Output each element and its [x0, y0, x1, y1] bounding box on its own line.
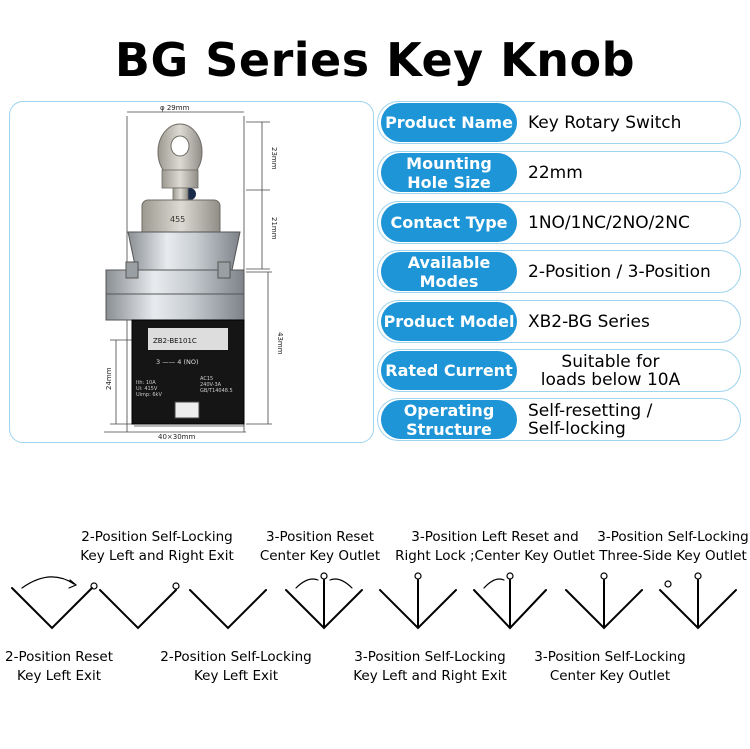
spec-label: Rated Current	[381, 351, 517, 390]
spec-row-contact-type: Contact Type 1NO/1NC/2NO/2NC	[377, 201, 741, 244]
spec-row-available-modes: Available Modes 2-Position / 3-Position	[377, 250, 741, 293]
caption-2pos-selflock-left: 2-Position Self-Locking Key Left Exit	[160, 649, 312, 684]
spec-value: Self-resetting / Self-locking	[528, 400, 653, 439]
spec-label: Contact Type	[381, 203, 517, 242]
caption-3pos-selflock-three-side: 3-Position Self-Locking Three-Side Key O…	[597, 529, 749, 564]
dim-total-height: 43mm	[276, 332, 284, 355]
dim-base: 40×30mm	[158, 433, 195, 441]
switch-symbol-2	[99, 589, 177, 630]
switch-symbol-4	[285, 578, 363, 630]
position-diagrams: 2-Position Self-Locking Key Left and Rig…	[0, 520, 750, 749]
caption-3pos-reset-center: 3-Position Reset Center Key Outlet	[259, 529, 381, 564]
spec-label: Available Modes	[381, 252, 517, 291]
switch-position-symbols	[11, 572, 737, 630]
spec-row-product-model: Product Model XB2-BG Series	[377, 300, 741, 343]
product-drawing-panel: φ 29mm 23mm 21mm 43mm 24mm 29mm 40×30mm …	[9, 101, 374, 443]
product-dimension-drawing: φ 29mm 23mm 21mm 43mm 24mm 29mm 40×30mm …	[104, 104, 284, 441]
knob-number: 455	[170, 215, 185, 224]
switch-symbol-1	[11, 576, 93, 630]
spec-row-mounting-hole-size: Mounting Hole Size 22mm	[377, 151, 741, 194]
spec-label: Product Name	[381, 103, 517, 142]
spec-label: Product Model	[381, 302, 517, 341]
spec-value: 22mm	[528, 162, 583, 183]
caption-3pos-left-reset-right-lock: 3-Position Left Reset and Right Lock ;Ce…	[395, 529, 595, 564]
spec-value: XB2-BG Series	[528, 311, 650, 332]
spec-label: Operating Structure	[381, 400, 517, 439]
spec-value: 2-Position / 3-Position	[528, 261, 711, 282]
page-title: BG Series Key Knob	[114, 33, 636, 87]
switch-symbol-7	[565, 579, 643, 630]
switch-symbol-3	[189, 589, 267, 630]
spec-value: 1NO/1NC/2NO/2NC	[528, 212, 690, 233]
dim-key-height: 23mm	[270, 147, 278, 170]
switch-symbol-8	[659, 579, 737, 630]
spec-value: Suitable for loads below 10A	[540, 351, 681, 390]
block-contacts: 3 —— 4 (NO)	[156, 358, 199, 366]
spec-row-product-name: Product Name Key Rotary Switch	[377, 101, 741, 144]
caption-3pos-selflock-left-right: 3-Position Self-Locking Key Left and Rig…	[353, 649, 507, 684]
dim-top-width: φ 29mm	[160, 104, 190, 112]
spec-value: Key Rotary Switch	[528, 112, 682, 133]
spec-row-rated-current: Rated Current Suitable for loads below 1…	[377, 349, 741, 392]
caption-2pos-reset-left: 2-Position Reset Key Left Exit	[4, 649, 114, 684]
dim-head-height: 21mm	[270, 217, 278, 240]
switch-symbol-5	[379, 579, 457, 630]
caption-3pos-selflock-center: 3-Position Self-Locking Center Key Outle…	[534, 649, 686, 684]
caption-2pos-selflock-left-right: 2-Position Self-Locking Key Left and Rig…	[80, 529, 234, 564]
spec-label: Mounting Hole Size	[381, 153, 517, 192]
switch-symbol-6	[473, 578, 547, 630]
dim-block-height: 24mm	[105, 367, 113, 390]
spec-row-operating-structure: Operating Structure Self-resetting / Sel…	[377, 398, 741, 441]
block-model: ZB2-BE101C	[153, 337, 197, 345]
